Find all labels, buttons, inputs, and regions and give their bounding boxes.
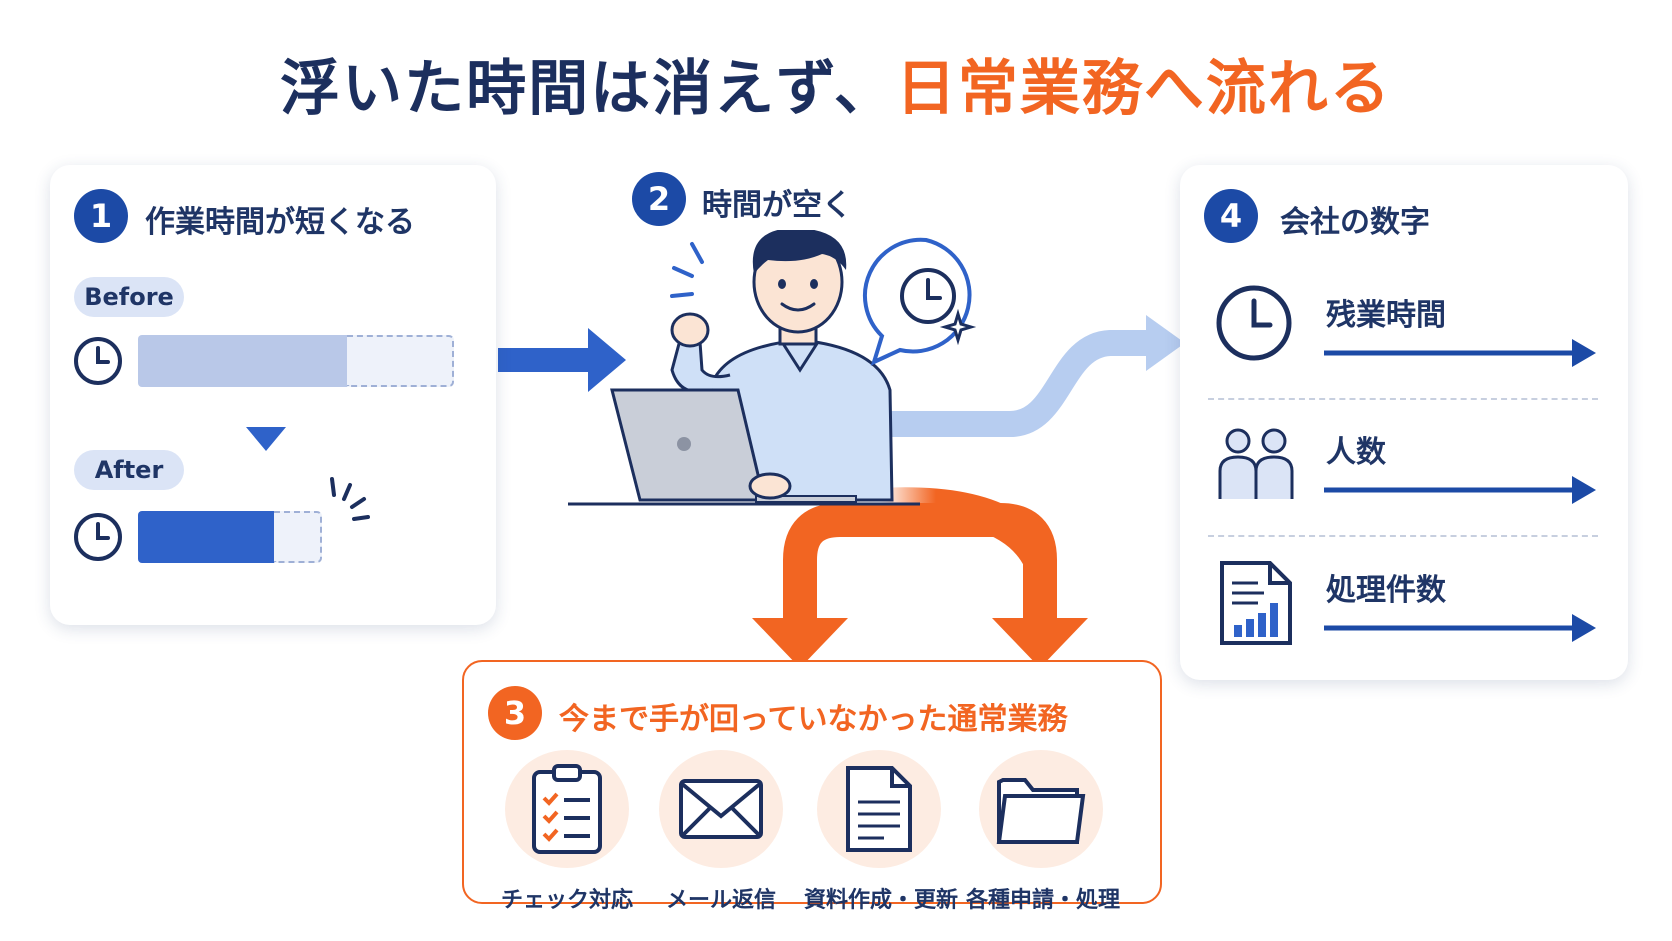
step1-heading: 作業時間が短くなる <box>145 205 415 240</box>
step4-number: 4 <box>1204 189 1258 243</box>
metric-headcount-arrow <box>1324 476 1596 504</box>
after-bar-remainder <box>274 511 322 563</box>
after-pill: After <box>74 450 184 490</box>
clock-speech-bubble-icon <box>863 237 977 366</box>
people-icon <box>1218 428 1294 499</box>
title-main: 浮いた時間は消えず、 <box>280 54 896 124</box>
task-label: チェック対応 <box>500 888 633 913</box>
metric-overtime-label: 残業時間 <box>1326 298 1446 333</box>
task-document: 資料作成・更新 <box>804 750 959 914</box>
card-step3: 3 今まで手が回っていなかった通常業務 チェック対応 メール返信 <box>462 660 1162 913</box>
task-folder: 各種申請・処理 <box>966 750 1121 914</box>
after-bar-fill <box>138 511 275 563</box>
arrow-step2-to-step4 <box>880 315 1185 437</box>
before-clock-icon <box>74 337 122 385</box>
after-bar <box>138 511 322 563</box>
before-bar <box>138 335 454 387</box>
step2-heading: 時間が空く <box>702 188 852 223</box>
burst-lines-icon <box>330 477 370 521</box>
task-check: チェック対応 <box>492 750 642 914</box>
down-triangle-icon <box>246 427 286 451</box>
task-label: 資料作成・更新 <box>804 888 959 913</box>
title-accent: 日常業務へ流れる <box>895 54 1392 124</box>
card-step4: 4 会社の数字 残業時間 人数 処理件数 <box>1180 165 1628 680</box>
step1-number: 1 <box>74 189 128 243</box>
report-chart-icon <box>1220 561 1292 645</box>
metric-divider <box>1208 535 1598 537</box>
metric-throughput-arrow <box>1324 614 1596 642</box>
step2-number: 2 <box>632 172 686 226</box>
person-at-laptop-illustration <box>568 230 920 506</box>
document-icon <box>846 766 912 852</box>
task-email: メール返信 <box>646 750 796 914</box>
step3-heading: 今まで手が回っていなかった通常業務 <box>559 702 1068 737</box>
metric-headcount-label: 人数 <box>1326 435 1386 470</box>
before-bar-remainder <box>346 335 454 387</box>
metric-overtime-arrow <box>1324 339 1596 367</box>
card-step1: 1 作業時間が短くなる Before After <box>50 165 496 625</box>
clock-icon <box>1216 285 1292 361</box>
step3-number: 3 <box>488 686 542 740</box>
arrow-step1-to-step2 <box>498 328 626 392</box>
after-clock-icon <box>74 513 122 561</box>
before-pill: Before <box>74 277 184 317</box>
page-title: 浮いた時間は消えず、日常業務へ流れる <box>0 40 1672 127</box>
envelope-icon <box>679 779 763 839</box>
metric-divider <box>1208 398 1598 400</box>
task-label: 各種申請・処理 <box>966 888 1121 913</box>
clipboard-checklist-icon <box>532 764 602 854</box>
metric-throughput-label: 処理件数 <box>1326 573 1446 608</box>
step4-heading: 会社の数字 <box>1280 205 1430 240</box>
before-bar-fill <box>138 335 347 387</box>
task-label: メール返信 <box>665 888 776 913</box>
folder-icon <box>996 778 1086 844</box>
